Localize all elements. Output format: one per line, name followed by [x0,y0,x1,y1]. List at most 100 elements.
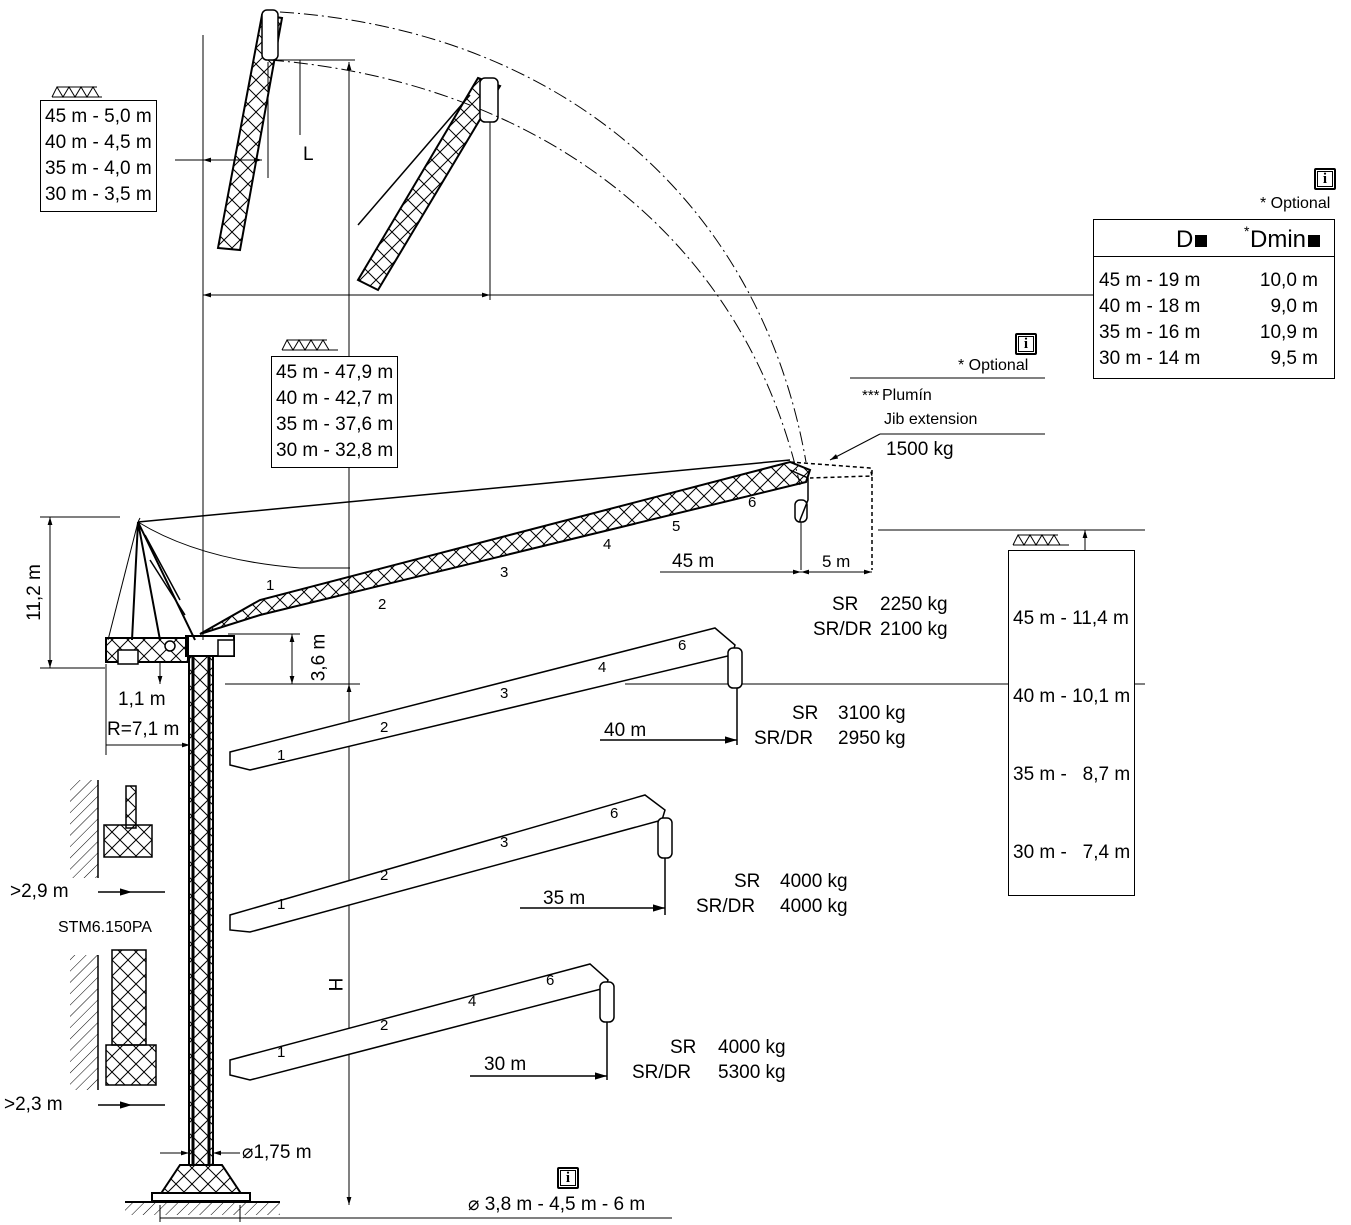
table-tip-height: 45 m - 11,4 m 40 m - 10,1 m 35 m - 8,7 m… [1008,550,1136,896]
radius-35: 35 m [543,888,586,909]
srdr-label-40: SR/DR [754,728,814,749]
mast-type: STM6.150PA [58,919,152,936]
section-label: 4 [603,536,612,553]
table-D-jib: 35 m - 16 m [1099,322,1201,343]
section-label: 1 [277,747,286,764]
radius-45: 45 m [672,551,715,572]
jib-extension-label-en: Jib extension [884,411,978,428]
table-tip-row: 45 m - 11,4 m [1013,608,1129,629]
dim-H: H [326,977,348,992]
slewing-unit [185,635,235,657]
sr-load-45: 2250 kg [880,594,948,615]
srdr-load-40: 2950 kg [838,728,906,749]
radius-40: 40 m [604,720,647,741]
raised-jib-inclined [356,76,502,292]
col-D: D [1176,228,1208,252]
section-label: 4 [468,993,477,1010]
jib-40m [229,627,743,771]
srdr-load-35: 4000 kg [780,896,848,917]
table-D-jib: 30 m - 14 m [1099,348,1201,369]
square-icon [1195,235,1208,247]
sr-label-45: SR [832,594,859,615]
srdr-label-45: SR/DR [813,619,873,640]
section-label: 2 [380,719,389,736]
counter-jib [105,637,189,665]
srdr-label-35: SR/DR [696,896,756,917]
table-raised-height: 45 m - 47,9 m 40 m - 42,7 m 35 m - 37,6 … [271,356,399,468]
section-label: 3 [500,685,509,702]
section-label: 6 [610,805,619,822]
jib-lattice-icons [51,85,1152,546]
dim-L: L [303,144,314,165]
jib-30m [229,963,615,1081]
sr-load-40: 3100 kg [838,703,906,724]
tower-head [107,521,350,641]
tower-mast [188,654,214,1166]
sr-load-30: 4000 kg [718,1037,786,1058]
srdr-load-30: 5300 kg [718,1062,786,1083]
table-raised-row: 45 m - 47,9 m [276,362,394,383]
section-label: 5 [672,518,681,535]
section-label: 3 [500,564,509,581]
dim-base-sizes: ⌀ 3,8 m - 4,5 m - 6 m [468,1194,646,1215]
section-label: 6 [748,494,757,511]
optional-note: * Optional [1260,195,1331,212]
sr-label-40: SR [792,703,819,724]
section-label: 6 [678,637,687,654]
table-D-dmin: 10,0 m [1259,270,1318,291]
table-L-row: 35 m - 4,0 m [45,158,152,179]
section-label: 2 [380,867,389,884]
srdr-label-30: SR/DR [632,1062,692,1083]
table-D-dmin: 10,9 m [1259,322,1318,343]
table-L-row: 40 m - 4,5 m [45,132,152,153]
optional-note: * Optional [958,357,1029,374]
dim-wall-clearance-1: >2,9 m [10,881,69,902]
radius-30: 30 m [484,1054,527,1075]
section-label: 2 [378,596,387,613]
info-icon: i [1015,333,1037,355]
table-L: 45 m - 5,0 m 40 m - 4,5 m 35 m - 4,0 m 3… [40,100,157,212]
section-label: 1 [266,577,275,594]
jib-arcs [269,11,807,486]
section-label: 2 [380,1017,389,1034]
jib-extension [789,461,873,570]
dim-counter-jib-radius: R=7,1 m [107,719,180,740]
tower-base [151,1164,251,1202]
table-raised-row: 35 m - 37,6 m [276,414,394,435]
dim-pivot-height: 3,6 m [308,633,330,682]
section-label: 6 [546,972,555,989]
col-Dmin: Dmin [1250,228,1321,252]
table-tip-row: 40 m - 10,1 m [1013,686,1131,707]
table-tip-row: 30 m - 7,4 m [1013,842,1131,863]
jib-45m [137,459,812,635]
table-D-dmin: 9,5 m [1270,348,1318,369]
jib-extension-label-es: Plumín [882,387,932,404]
section-label: 3 [500,834,509,851]
dim-counter-jib-offset: 1,1 m [118,689,166,710]
ground [125,1201,280,1215]
dim-mast-width: ⌀1,75 m [242,1142,312,1163]
section-label: 1 [277,896,286,913]
dim-wall-clearance-2: >2,3 m [4,1094,63,1115]
dim-head-height: 11,2 m [23,564,45,621]
table-L-row: 45 m - 5,0 m [45,106,152,127]
srdr-load-45: 2100 kg [880,619,948,640]
wall-detail-2 [70,949,165,1109]
table-D-dmin: 9,0 m [1270,296,1318,317]
table-D: D * Dmin 45 m - 19 m 10,0 m 40 m - 18 m … [1093,219,1335,379]
info-icon: i [1314,168,1336,190]
wall-detail-1 [70,780,165,896]
section-label: 4 [598,659,607,676]
table-raised-row: 30 m - 32,8 m [276,440,394,461]
table-tip-row: 35 m - 8,7 m [1013,764,1131,785]
jib-35m [229,794,673,933]
info-icon: i [557,1167,579,1189]
dimension-lines [40,35,1145,1222]
section-label: 1 [277,1044,286,1061]
table-D-jib: 45 m - 19 m [1099,270,1201,291]
table-L-row: 30 m - 3,5 m [45,184,152,205]
square-icon [1308,235,1321,247]
sr-load-35: 4000 kg [780,871,848,892]
table-raised-row: 40 m - 42,7 m [276,388,394,409]
